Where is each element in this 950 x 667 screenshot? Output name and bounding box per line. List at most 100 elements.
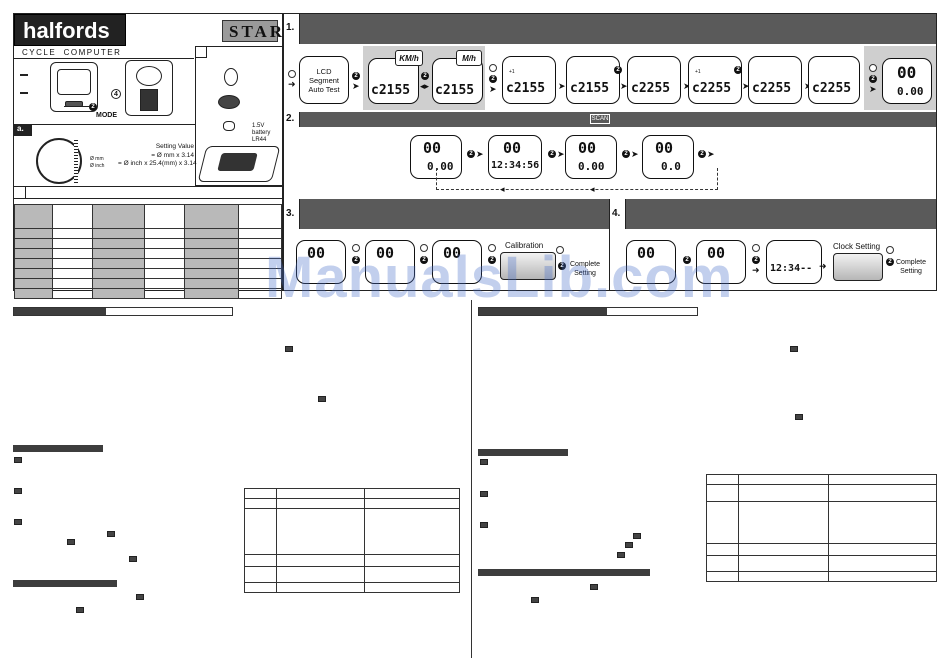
section-3-number-box (284, 199, 300, 229)
mode-button-icon: 2 (698, 150, 706, 158)
step1-digit-lcd-3: c2255 (627, 56, 681, 104)
mode-number: 2 (91, 104, 95, 110)
step1-digit-lcd-6: c2255 (808, 56, 860, 104)
function-table-right (706, 474, 937, 582)
auto-test-line-3: Auto Test (308, 85, 340, 94)
arrow-icon: ➤ (804, 82, 812, 91)
setting-label: Setting (900, 268, 922, 275)
setting-icon (318, 396, 326, 402)
lcd-speed: 00 (707, 244, 726, 262)
calibration-title: Calibration (505, 241, 544, 250)
mode-button-icon: 2 (89, 103, 97, 111)
lcd-speed: 00 (307, 244, 326, 262)
step1-start-circle (288, 70, 296, 78)
scan-badge: SCAN (590, 114, 610, 124)
section-a-label: a. (14, 124, 32, 136)
calibration-lcd (500, 252, 556, 280)
mode-button-icon: 2 (622, 150, 630, 158)
lcd-speed: 00 (503, 139, 522, 157)
mode-button-icon: 2 (869, 75, 877, 83)
brand-logo: halfords (14, 14, 126, 46)
lcd-value: c2155 (435, 83, 475, 98)
speed-icon (136, 594, 144, 600)
section-2-number: 2. (286, 113, 295, 124)
setting-icon (285, 346, 293, 352)
watermark-text: ManualsLib.com (265, 245, 734, 310)
section-1-header (284, 14, 936, 44)
lcd-value: c2255 (692, 81, 732, 96)
step1-final-lcd: 00 0.00 (882, 58, 932, 104)
loop-arrow-icon: ◂ (500, 184, 505, 194)
mode-button-icon: 2 (614, 66, 622, 74)
section-4-number-box (610, 199, 626, 229)
lcd-speed: 00 (655, 139, 674, 157)
swap-arrow-icon: ◂▸ (420, 81, 430, 91)
clock-setting-title: Clock Setting (833, 242, 881, 251)
mode-icon (625, 542, 633, 548)
setting-formula-mm: = Ø mm x 3.14 (151, 151, 194, 159)
mode-button-icon: 2 (734, 66, 742, 74)
tire-size-table (14, 204, 282, 299)
step1-digit-lcd-5: c2255 (748, 56, 802, 104)
corner-box (14, 186, 26, 198)
divider (14, 198, 283, 199)
step1-digit-lcd-1: +1 c2155 (502, 56, 556, 104)
kmh-badge: KM/h (395, 50, 423, 66)
arrow-icon: ➤ (489, 84, 497, 94)
arrow-icon: ➤ (352, 81, 360, 91)
side-marks (20, 92, 28, 94)
lcd-speed: 00 (443, 244, 462, 262)
clock-complete-setting: Complete Setting (896, 258, 926, 276)
calib-circle (488, 244, 496, 252)
calib-circle (352, 244, 360, 252)
side-marks (20, 74, 28, 76)
mh-badge: M/h (456, 50, 482, 66)
model-logo: STAR (222, 20, 282, 42)
clock-end-circle (886, 246, 894, 254)
lcd-bottom: 0.00 (427, 160, 454, 173)
step1-final-circle (869, 64, 877, 72)
divider (14, 124, 195, 125)
calib-lcd-1: 00 (296, 240, 346, 284)
auto-test-line-2: Segment (308, 76, 340, 85)
battery-cap-drawing (224, 68, 238, 86)
lcd-value: c2255 (812, 81, 852, 96)
clock-circle (752, 244, 760, 252)
scan-icon (480, 522, 488, 528)
arrow-icon: ➤ (869, 84, 877, 94)
mode-icon (14, 488, 22, 494)
scan-icon (617, 552, 625, 558)
setting-value-title: Setting Value (155, 143, 194, 150)
lcd-distance: 0.00 (897, 85, 924, 98)
step1-kmh-lcd: c2155 (368, 58, 419, 104)
battery-coin-drawing (223, 121, 235, 131)
mode-icon (67, 539, 75, 545)
speed-icon (480, 459, 488, 465)
kmh-label: KM/h (399, 54, 419, 63)
complete-label: Complete (570, 261, 600, 268)
lcd-value: c2255 (752, 81, 792, 96)
callout-circle: 4 (111, 89, 121, 99)
mode-button-icon: 2 (467, 150, 475, 158)
lcd-plus-tag: +1 (509, 69, 515, 75)
mode-button-icon: 2 (683, 256, 691, 264)
mode-button-icon: 2 (420, 256, 428, 264)
speed-icon (590, 584, 598, 590)
arrow-icon: ➤ (742, 81, 750, 91)
arrow-icon: ➤ (476, 149, 484, 159)
divider (14, 186, 283, 187)
complete-label: Complete (896, 259, 926, 266)
scan-lcd-2: 00 12:34:56 (488, 135, 542, 179)
section-3-header (284, 199, 609, 229)
leader-line (64, 106, 90, 107)
setting-formula-inch: = Ø inch x 25.4(mm) x 3.14 (118, 160, 197, 167)
section-4-header (610, 199, 936, 229)
lcd-speed: 00 (637, 244, 656, 262)
setting-icon (795, 414, 803, 420)
speed-icon (531, 597, 539, 603)
lcd-speed: 00 (423, 139, 442, 157)
calib-lcd-3: 00 (432, 240, 482, 284)
arrow-icon: ➤ (620, 81, 628, 91)
clock-lcd-2: 00 (696, 240, 746, 284)
arrow-icon: ➤ (631, 149, 639, 159)
